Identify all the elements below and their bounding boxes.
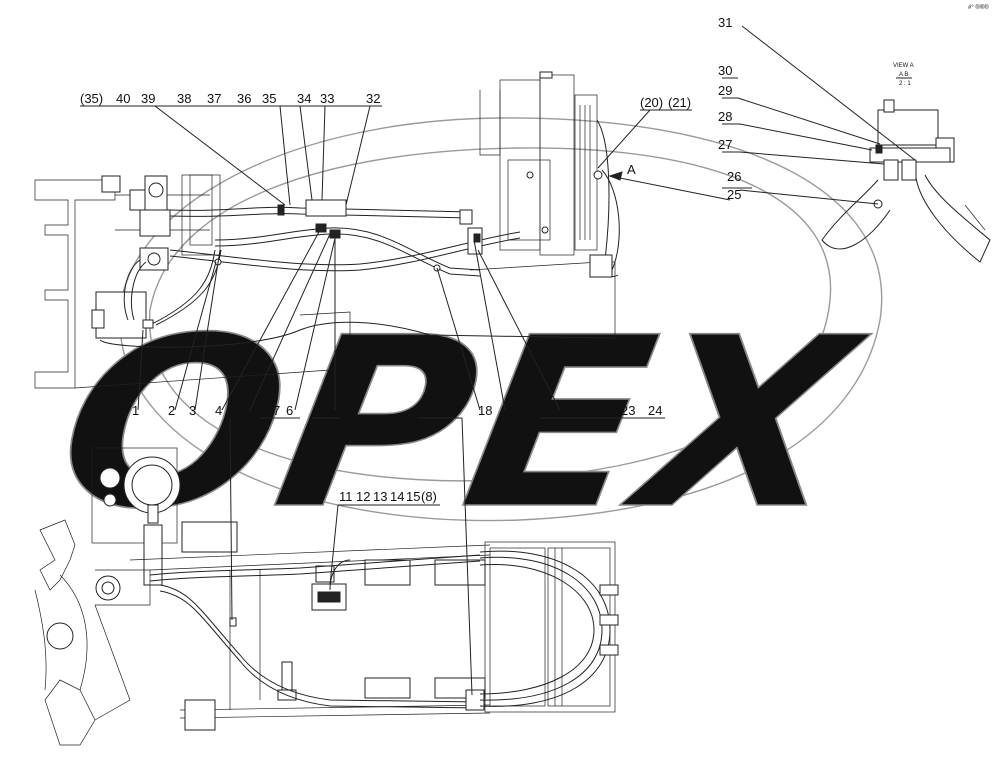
view-a-title: VIEW A: [893, 63, 914, 69]
callout-label: 26: [727, 169, 741, 184]
callout-label: (20): [640, 95, 663, 110]
callout-label: 33: [320, 91, 334, 106]
section-marker: A: [627, 162, 636, 177]
callout-label: 29: [718, 83, 732, 98]
callout-label: 24: [648, 403, 662, 418]
callout-label: 14: [390, 489, 404, 504]
watermark: OPEX: [40, 117, 883, 561]
callout-label: 13: [373, 489, 387, 504]
view-a-ratio-bottom: 2 : 1: [899, 81, 911, 87]
view-a-detail: VIEW A A B 2 : 1: [821, 63, 991, 263]
callout-label: 23: [621, 403, 635, 418]
callout-label: 9: [328, 403, 335, 418]
callout-label: 18: [478, 403, 492, 418]
callout-label: 36: [237, 91, 251, 106]
callout-label: 8: [261, 403, 268, 418]
callout-label: 11: [339, 489, 353, 504]
callout-label: 25: [727, 187, 741, 202]
callout-label: 19: [508, 403, 522, 418]
callout-label: 21: [564, 403, 578, 418]
callout-label: 32: [366, 91, 380, 106]
callout-label: 30: [718, 63, 732, 78]
callout-label: 3: [189, 403, 196, 418]
callout-label: 16: [444, 403, 458, 418]
callout-label: 1: [132, 403, 139, 418]
callout-label: 10: [312, 403, 326, 418]
callout-label: 40: [116, 91, 130, 106]
callout-label: 22: [592, 403, 606, 418]
leader-lines: [80, 25, 916, 696]
callout-label: 35: [262, 91, 276, 106]
callout-label: (8): [421, 489, 437, 504]
bottom-plan-view: [34, 447, 619, 746]
callout-label: 34: [297, 91, 311, 106]
callout-label: 6: [286, 403, 293, 418]
callout-label: (35): [80, 91, 103, 106]
callout-label: (21): [668, 95, 691, 110]
callout-label: 17: [418, 403, 432, 418]
callout-label: 27: [718, 137, 732, 152]
callout-label: 7: [273, 403, 280, 418]
watermark-text: OPEX: [41, 287, 881, 561]
callout-label: 20: [537, 403, 551, 418]
callout-label: 39: [141, 91, 155, 106]
callout-label: 4: [215, 403, 222, 418]
corner-mark: #° ®®®: [968, 4, 989, 11]
callout-labels: (35) 40 39 38 37 36 35 34 33 32 (20) (21…: [80, 15, 741, 504]
view-a-ratio-top: A B: [899, 72, 908, 78]
callout-label: 28: [718, 109, 732, 124]
callout-label: 38: [177, 91, 191, 106]
callout-label: 12: [356, 489, 370, 504]
callout-label: 15: [406, 489, 420, 504]
callout-label: 37: [207, 91, 221, 106]
callout-label: 31: [718, 15, 732, 30]
top-side-view: [34, 71, 620, 389]
watermark-ring: [118, 117, 883, 522]
callout-label: 5: [237, 403, 244, 418]
callout-label: 2: [168, 403, 175, 418]
